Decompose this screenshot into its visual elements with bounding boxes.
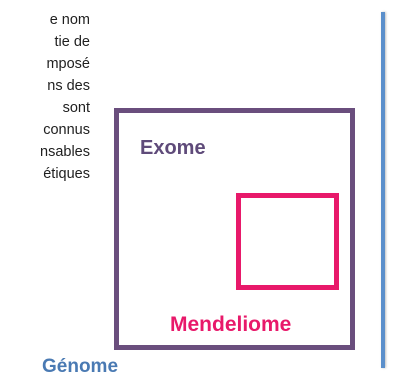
mendeliome-box <box>236 193 339 290</box>
paragraph-line: mposé <box>46 56 90 72</box>
paragraph-line: nsables <box>40 144 90 160</box>
paragraph-line: ns des <box>47 78 90 94</box>
genome-boundary-line <box>381 12 385 368</box>
exome-label: Exome <box>140 137 206 159</box>
exome-box <box>114 108 355 350</box>
cropped-paragraph: e nom tie de mposé ns des sont connus ns… <box>0 12 90 252</box>
genome-label: Génome <box>42 356 119 377</box>
paragraph-line: tie de <box>54 34 90 50</box>
paragraph-line: connus <box>43 122 90 138</box>
paragraph-line: étiques <box>43 166 90 182</box>
mendeliome-label: Mendeliome <box>170 313 292 336</box>
paragraph-line: sont <box>62 100 90 116</box>
paragraph-line: e nom <box>49 12 90 28</box>
